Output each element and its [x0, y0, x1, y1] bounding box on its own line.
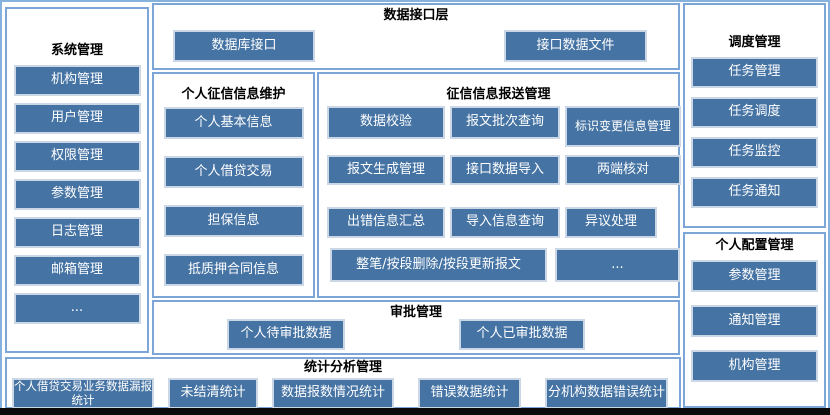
panel-system-management: 系统管理 机构管理 用户管理 权限管理 参数管理 日志管理 邮箱管理 ... [5, 7, 149, 353]
system-more-button[interactable]: ... [13, 293, 141, 324]
outer-border-top [0, 0, 830, 2]
maintenance-button-list: 个人基本信息 个人借贷交易 担保信息 抵质押合同信息 [154, 107, 313, 286]
panel-personal-configuration-management: 个人配置管理 参数管理 通知管理 机构管理 [683, 232, 826, 408]
message-generation-management-button[interactable]: 报文生成管理 [327, 155, 445, 185]
org-management-button[interactable]: 机构管理 [13, 65, 141, 96]
task-scheduling-button[interactable]: 任务调度 [691, 97, 818, 128]
reporting-row-3: 出错信息汇总 导入信息查询 异议处理 [327, 207, 678, 238]
guarantee-info-button[interactable]: 担保信息 [163, 205, 304, 237]
personal-basic-info-button[interactable]: 个人基本信息 [163, 107, 304, 139]
log-management-button[interactable]: 日志管理 [13, 217, 141, 248]
collateral-contract-info-button[interactable]: 抵质押合同信息 [163, 254, 304, 286]
permission-management-button[interactable]: 权限管理 [13, 141, 141, 172]
interface-data-import-button[interactable]: 接口数据导入 [450, 155, 560, 185]
parameter-management-button[interactable]: 参数管理 [13, 179, 141, 210]
reporting-row-1: 数据校验 报文批次查询 标识变更信息管理 [327, 106, 681, 147]
dispute-handling-button[interactable]: 异议处理 [565, 207, 657, 238]
panel-credit-info-reporting-management: 征信信息报送管理 数据校验 报文批次查询 标识变更信息管理 报文生成管理 接口数… [317, 72, 681, 298]
delete-update-message-button[interactable]: 整笔/按段删除/按段更新报文 [330, 248, 547, 282]
panel-title-personal-credit-info-maintenance: 个人征信信息维护 [181, 87, 286, 102]
error-info-summary-button[interactable]: 出错信息汇总 [327, 207, 445, 238]
panel-approval-management: 审批管理 个人待审批数据 个人已审批数据 [152, 300, 680, 355]
id-change-info-management-button[interactable]: 标识变更信息管理 [565, 106, 681, 147]
panel-personal-credit-info-maintenance: 个人征信信息维护 个人基本信息 个人借贷交易 担保信息 抵质押合同信息 [152, 72, 315, 298]
interface-data-file-button[interactable]: 接口数据文件 [504, 30, 647, 62]
panel-title-statistics-analysis-management: 统计分析管理 [303, 360, 382, 375]
data-reporting-status-stats-button[interactable]: 数据报数情况统计 [272, 378, 394, 409]
panel-statistics-analysis-management: 统计分析管理 个人借贷交易业务数据漏报统计 未结清统计 数据报数情况统计 错误数… [5, 357, 681, 409]
outstanding-stats-button[interactable]: 未结清统计 [168, 378, 258, 409]
system-management-button-list: 机构管理 用户管理 权限管理 参数管理 日志管理 邮箱管理 ... [7, 65, 147, 324]
import-info-query-button[interactable]: 导入信息查询 [450, 207, 560, 238]
personal-loan-transaction-button[interactable]: 个人借贷交易 [163, 156, 304, 188]
scheduling-button-list: 任务管理 任务调度 任务监控 任务通知 [685, 57, 824, 208]
config-button-list: 参数管理 通知管理 机构管理 [685, 260, 824, 382]
personal-pending-approval-data-button[interactable]: 个人待审批数据 [227, 319, 345, 350]
message-batch-query-button[interactable]: 报文批次查询 [450, 106, 560, 139]
panel-title-data-interface-layer: 数据接口层 [383, 8, 449, 23]
config-parameter-management-button[interactable]: 参数管理 [691, 260, 818, 292]
reporting-row-2: 报文生成管理 接口数据导入 两端核对 [327, 155, 681, 185]
personal-loan-omission-stats-button[interactable]: 个人借贷交易业务数据漏报统计 [12, 378, 154, 409]
panel-title-scheduling-management: 调度管理 [728, 35, 781, 50]
personal-approved-data-button[interactable]: 个人已审批数据 [459, 319, 585, 350]
outer-border-right [828, 0, 830, 408]
panel-data-interface-layer: 数据接口层 数据库接口 接口数据文件 [152, 3, 680, 70]
config-notification-management-button[interactable]: 通知管理 [691, 305, 818, 337]
panel-title-credit-info-reporting-management: 征信信息报送管理 [446, 87, 551, 102]
reporting-row-4: 整笔/按段删除/按段更新报文 ... [330, 248, 680, 282]
mailbox-management-button[interactable]: 邮箱管理 [13, 255, 141, 286]
data-validation-button[interactable]: 数据校验 [327, 106, 445, 139]
outer-border-left [0, 0, 2, 408]
task-monitoring-button[interactable]: 任务监控 [691, 137, 818, 168]
config-org-management-button[interactable]: 机构管理 [691, 350, 818, 382]
panel-title-approval-management: 审批管理 [389, 305, 442, 320]
task-management-button[interactable]: 任务管理 [691, 57, 818, 88]
stats-button-row: 个人借贷交易业务数据漏报统计 未结清统计 数据报数情况统计 错误数据统计 分机构… [7, 378, 679, 409]
branch-data-error-stats-button[interactable]: 分机构数据错误统计 [545, 378, 668, 409]
reporting-more-button[interactable]: ... [555, 248, 680, 282]
panel-title-system-management: 系统管理 [50, 43, 103, 58]
two-end-check-button[interactable]: 两端核对 [565, 155, 681, 185]
panel-scheduling-management: 调度管理 任务管理 任务调度 任务监控 任务通知 [683, 3, 826, 228]
panel-title-personal-configuration-management: 个人配置管理 [715, 238, 794, 253]
error-data-stats-button[interactable]: 错误数据统计 [418, 378, 521, 409]
database-interface-button[interactable]: 数据库接口 [173, 30, 315, 62]
task-notification-button[interactable]: 任务通知 [691, 177, 818, 208]
bottom-black-bar [0, 408, 830, 415]
user-management-button[interactable]: 用户管理 [13, 103, 141, 134]
